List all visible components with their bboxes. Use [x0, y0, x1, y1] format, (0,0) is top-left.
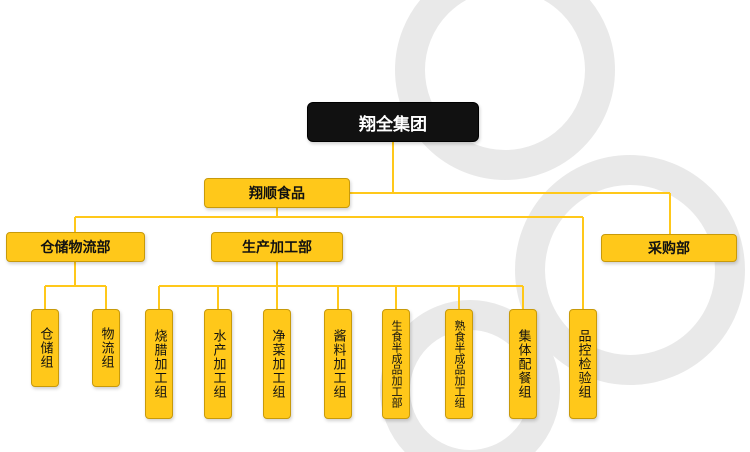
- group-node-production-2: 净菜加工组: [263, 309, 291, 419]
- group-label: 物流组: [98, 327, 114, 369]
- dept-purchasing-label: 采购部: [648, 241, 690, 257]
- dept-warehouse-label: 仓储物流部: [40, 240, 111, 256]
- dept-purchasing-node: 采购部: [601, 234, 737, 262]
- level1-node: 翔顺食品: [204, 178, 350, 208]
- dept-production-label: 生产加工部: [242, 240, 312, 256]
- group-node-production-4: 生食半成品加工部: [382, 309, 410, 419]
- group-node-warehouse-1: 物流组: [92, 309, 120, 387]
- group-node-warehouse-0: 仓储组: [31, 309, 59, 387]
- group-label: 烧腊加工组: [151, 329, 167, 399]
- level1-label: 翔顺食品: [249, 186, 305, 202]
- group-label: 品控检验组: [575, 329, 591, 399]
- group-label: 生食半成品加工部: [390, 320, 403, 408]
- group-label: 集体配餐组: [515, 329, 531, 399]
- group-node-production-5: 熟食半成品加工组: [445, 309, 473, 419]
- group-node-production-3: 酱料加工组: [324, 309, 352, 419]
- root-node: 翔全集团: [307, 102, 479, 142]
- group-label: 水产加工组: [210, 329, 226, 399]
- group-label: 熟食半成品加工组: [453, 320, 466, 408]
- group-node-qc: 品控检验组: [569, 309, 597, 419]
- root-label: 翔全集团: [359, 114, 427, 135]
- group-label: 仓储组: [37, 327, 53, 369]
- group-label: 净菜加工组: [269, 329, 285, 399]
- dept-warehouse-node: 仓储物流部: [6, 232, 145, 262]
- group-label: 酱料加工组: [330, 329, 346, 399]
- group-node-production-0: 烧腊加工组: [145, 309, 173, 419]
- group-node-production-1: 水产加工组: [204, 309, 232, 419]
- group-node-production-6: 集体配餐组: [509, 309, 537, 419]
- dept-production-node: 生产加工部: [211, 232, 343, 262]
